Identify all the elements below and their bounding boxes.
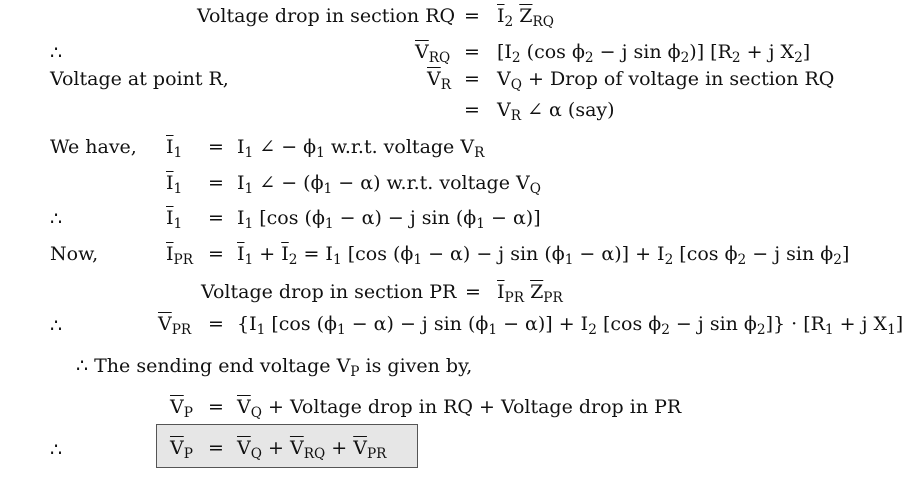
formula-vp-words: VQ + Voltage drop in RQ + Voltage drop i…	[237, 396, 682, 422]
therefore-symbol: ∴	[50, 208, 63, 230]
sending-end-sentence: ∴ The sending end voltage VP is given by…	[76, 355, 473, 379]
formula-vrq-lhs: VRQ	[415, 41, 451, 67]
equals-sign: =	[464, 99, 480, 121]
equals-sign: =	[208, 396, 224, 418]
label-voltage-at-r: Voltage at point R,	[50, 68, 229, 90]
therefore-symbol: ∴	[50, 439, 63, 461]
result-box	[156, 424, 418, 468]
equals-sign: =	[208, 172, 224, 194]
formula-i1-lhs: I1	[166, 136, 183, 162]
formula-vp-result-lhs: VP	[170, 437, 193, 463]
formula-ipr-lhs: IPR	[166, 243, 194, 269]
equals-sign: =	[208, 136, 224, 158]
formula-i1-rect: I1 [cos (ϕ1 − α) − j sin (ϕ1 − α)]	[237, 207, 541, 233]
formula-drop-pr: IPR ZPR	[497, 281, 563, 307]
equals-sign: =	[464, 41, 480, 63]
formula-i1-lhs: I1	[166, 207, 183, 233]
equals-sign: =	[464, 5, 480, 27]
formula-vpr-rhs: {I1 [cos (ϕ1 − α) − j sin (ϕ1 − α)] + I2…	[237, 313, 904, 339]
equals-sign: =	[464, 68, 480, 90]
formula-i1-lhs: I1	[166, 172, 183, 198]
formula-drop-rq: I2 ZRQ	[497, 5, 554, 31]
formula-vp-result-rhs: VQ + VRQ + VPR	[237, 437, 387, 463]
label-now: Now,	[50, 243, 99, 265]
formula-vr-lhs: VR	[427, 68, 452, 94]
formula-vr-angle: VR ∠ α (say)	[497, 99, 615, 125]
equals-sign: =	[208, 207, 224, 229]
formula-i1-wrt-vr: I1 ∠ − ϕ1 w.r.t. voltage VR	[237, 136, 485, 162]
label-voltage-drop-rq: Voltage drop in section RQ	[197, 5, 456, 27]
equals-sign: =	[208, 313, 224, 335]
equals-sign: =	[465, 281, 481, 303]
equals-sign: =	[208, 437, 224, 459]
therefore-symbol: ∴	[50, 42, 63, 64]
equals-sign: =	[208, 243, 224, 265]
label-voltage-drop-pr: Voltage drop in section PR	[201, 281, 457, 303]
sending-end-subscript: P	[350, 364, 360, 381]
label-we-have: We have,	[50, 136, 137, 158]
formula-ipr-rhs: I1 + I2 = I1 [cos (ϕ1 − α) − j sin (ϕ1 −…	[237, 243, 850, 269]
formula-vp-lhs: VP	[170, 396, 193, 422]
formula-vrq-rhs: [I2 (cos ϕ2 − j sin ϕ2)] [R2 + j X2]	[497, 41, 811, 67]
sending-end-tail: is given by,	[359, 355, 473, 377]
formula-vpr-lhs: VPR	[158, 313, 192, 339]
formula-vr-rhs: VQ + Drop of voltage in section RQ	[497, 68, 835, 94]
formula-i1-wrt-vq: I1 ∠ − (ϕ1 − α) w.r.t. voltage VQ	[237, 172, 541, 198]
sending-end-text: ∴ The sending end voltage V	[76, 355, 351, 377]
therefore-symbol: ∴	[50, 315, 63, 337]
